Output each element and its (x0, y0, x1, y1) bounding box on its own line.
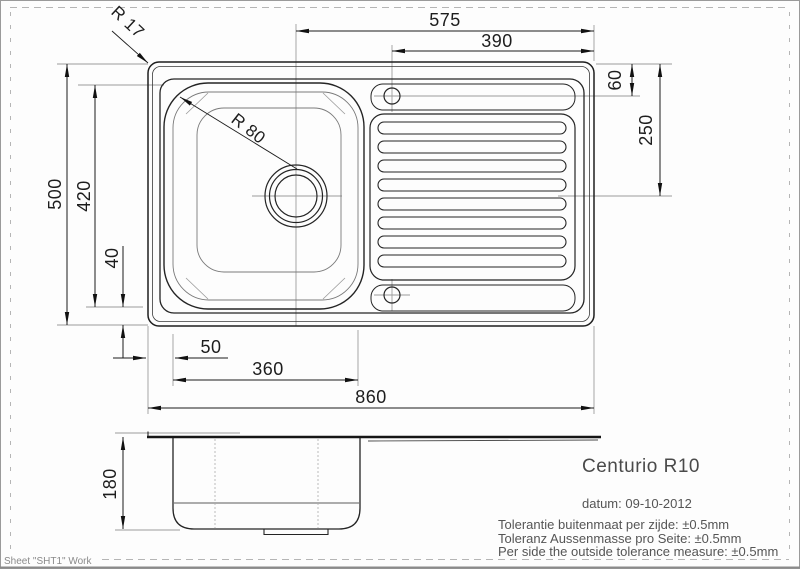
date-line: datum: 09-10-2012 (582, 496, 692, 511)
drainboard-groove (377, 216, 567, 230)
drainboard-groove (377, 178, 567, 192)
tolerance-line-de: Toleranz Aussenmasse pro Seite: ±0.5mm (498, 531, 741, 546)
bowl-corner-chamfers (185, 92, 346, 300)
drainboard-grooves (377, 121, 567, 268)
drainboard-top-strip (370, 83, 576, 111)
tap-hole (383, 87, 401, 105)
side-drain-stub (263, 529, 329, 536)
drainboard-groove-panel (369, 113, 576, 281)
sink-side-view (147, 431, 601, 536)
sheet-label: Sheet "SHT1" Work (4, 556, 93, 567)
dim-text-180: 180 (100, 468, 120, 500)
dim-text-390: 390 (481, 31, 513, 51)
drainboard-groove (377, 254, 567, 268)
basin-pressing-edge (159, 78, 585, 314)
dimension-lines (64, 28, 663, 529)
drainboard-groove (377, 159, 567, 173)
dim-text-40: 40 (102, 247, 122, 268)
radius-leader-r17 (111, 30, 149, 64)
dim-text-860: 860 (355, 387, 387, 407)
dim-text-60: 60 (605, 69, 625, 90)
bowl-floor (196, 107, 342, 273)
side-drainboard-underside (367, 439, 599, 442)
sink-rim-line (152, 66, 590, 322)
dim-text-250: 250 (636, 114, 656, 146)
bowl-step (172, 91, 359, 301)
waste-hole (383, 286, 401, 304)
sink-top-view (147, 61, 595, 327)
radius-leader-r80 (179, 96, 298, 170)
drainboard-groove (377, 140, 567, 154)
bowl-rim (163, 82, 365, 310)
drainboard-groove (377, 197, 567, 211)
dim-text-500: 500 (45, 178, 65, 210)
title-block: Centurio R10 datum: 09-10-2012 Toleranti… (498, 456, 778, 559)
dim-text-360: 360 (252, 359, 284, 379)
dim-text-50: 50 (200, 337, 221, 357)
drainboard-groove (377, 235, 567, 249)
tolerance-line-en: Per side the outside tolerance measure: … (498, 544, 778, 559)
tolerance-line-nl: Tolerantie buitenmaat per zijde: ±0.5mm (498, 517, 729, 532)
drainboard-groove (377, 121, 567, 135)
drainboard-bottom-strip (370, 284, 576, 312)
drain-hole (264, 164, 328, 228)
product-name: Centurio R10 (582, 456, 700, 477)
side-bowl-profile (172, 438, 361, 530)
sink-outer-edge (147, 61, 595, 327)
dim-text-575: 575 (429, 10, 461, 30)
dim-text-420: 420 (74, 180, 94, 212)
